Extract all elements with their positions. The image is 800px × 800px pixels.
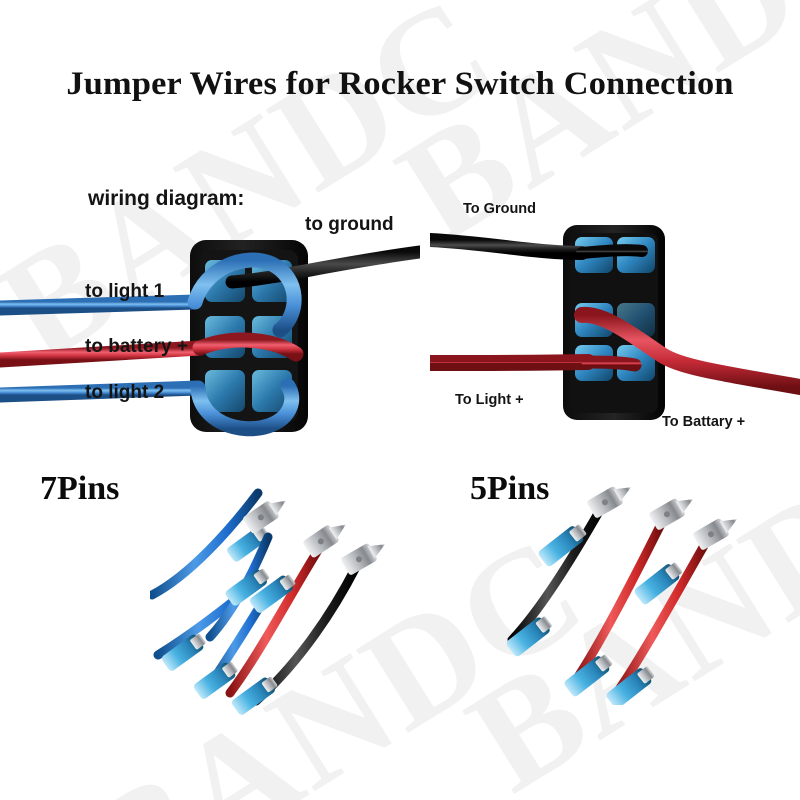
right-wiring-diagram-photo (430, 195, 800, 430)
product-title-7pins: 7Pins (40, 470, 120, 507)
product-title-5pins: 5Pins (470, 470, 550, 507)
label-to-light-2: to light 2 (85, 382, 165, 403)
harness-photo-5pins (490, 480, 780, 705)
harness-photo-7pins (150, 485, 410, 715)
wiring-diagram-heading: wiring diagram: (88, 187, 245, 210)
label-to-ground: to ground (305, 214, 394, 235)
label-right-to-battery: To Battary + (662, 414, 746, 430)
label-right-to-light: To Light + (455, 392, 524, 408)
label-right-to-ground: To Ground (463, 201, 537, 217)
label-to-light-1: to light 1 (85, 281, 165, 302)
label-to-battery: to battery + (85, 336, 188, 357)
page-title: Jumper Wires for Rocker Switch Connectio… (66, 66, 734, 102)
left-wiring-diagram-photo (0, 230, 420, 450)
